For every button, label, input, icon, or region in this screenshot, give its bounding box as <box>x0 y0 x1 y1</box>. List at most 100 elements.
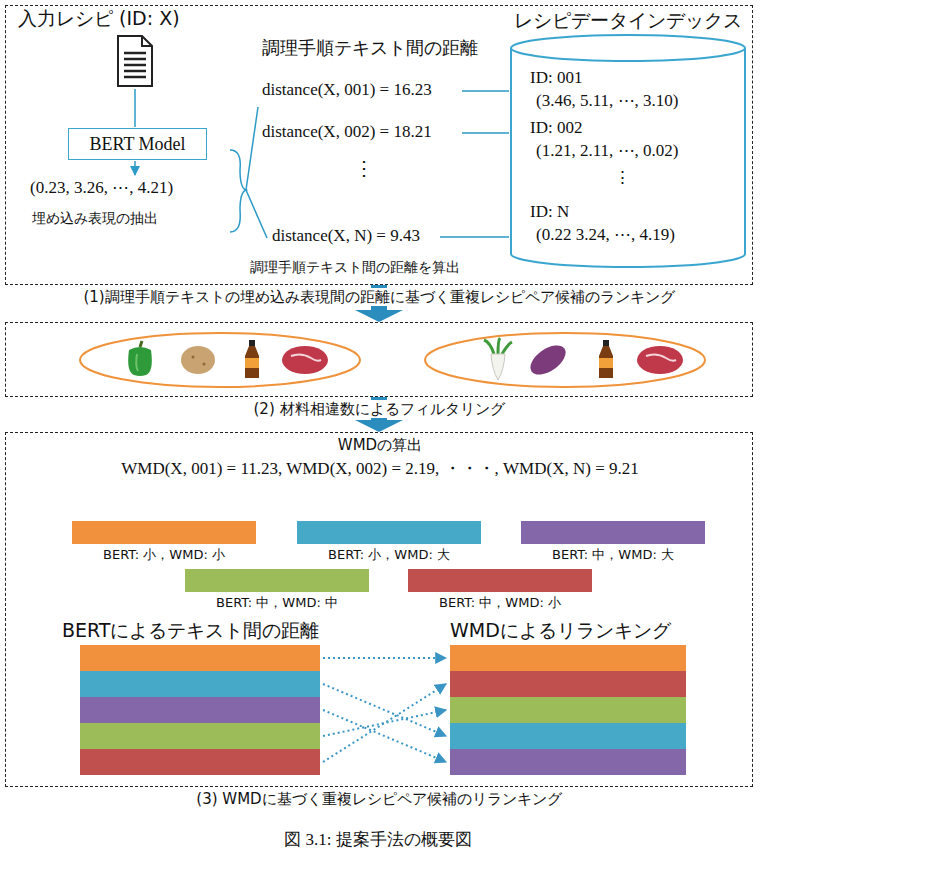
wmd-ranking-stack <box>450 749 686 775</box>
caption-row: (2) 材料相違数によるフィルタリング <box>5 399 753 419</box>
flow-line <box>135 89 509 238</box>
wmd-ranking-stack <box>450 697 686 723</box>
index-entry: ID: 001 <box>530 68 582 88</box>
green-pepper-icon <box>140 341 142 347</box>
text-label: 調理手順テキスト間の距離 <box>262 37 478 59</box>
document-icon <box>124 58 146 61</box>
bar-label: BERT: 中，WMD: 中 <box>185 595 369 611</box>
text-label: BERTによるテキスト間の距離 <box>62 619 319 642</box>
soy-sauce-icon <box>599 358 613 368</box>
text-label: distance(X, 002) = 18.21 <box>262 122 432 142</box>
ingredient-group <box>80 333 705 387</box>
flow-line <box>134 89 136 127</box>
ranking-bar: BERT: 中，WMD: 大 <box>521 521 705 567</box>
caption-row: (3) WMDに基づく重複レシピペア候補のリランキング <box>5 789 753 809</box>
index-entry: (3.46, 5.11, ⋯, 3.10) <box>536 91 678 111</box>
rerank-arrow <box>323 658 446 762</box>
flow-line <box>230 150 246 232</box>
wmd-ranking-stack <box>450 723 686 749</box>
wmd-ranking-stack <box>450 645 686 775</box>
daikon-icon <box>491 354 505 380</box>
database-heading: レシピデータインデックス <box>508 8 748 32</box>
ranking-bar: BERT: 小，WMD: 大 <box>297 521 481 567</box>
text-label: WMDによるリランキング <box>450 619 671 642</box>
caption-row: (1)調理手順テキストの埋め込み表現間の距離に基づく重複レシピペア候補のランキン… <box>5 287 753 307</box>
sweet-potato-icon <box>525 340 570 381</box>
flow-line <box>246 190 267 238</box>
color-bar <box>297 521 481 544</box>
ranking-bar: BERT: 中，WMD: 中 <box>185 569 369 615</box>
rerank-arrow <box>323 684 446 736</box>
color-bar <box>72 521 256 544</box>
green-pepper-icon <box>136 354 138 371</box>
rerank-arrow <box>323 710 446 762</box>
document-icon <box>118 36 152 86</box>
ranking-bar: BERT: 中，WMD: 小 <box>408 569 592 615</box>
potato-icon <box>181 346 215 374</box>
flow-line <box>246 107 258 190</box>
wmd-ranking-stack <box>450 645 686 671</box>
text-label: 調理手順テキスト間の距離を算出 <box>250 259 460 276</box>
index-entry: (1.21, 2.11, ⋯, 0.02) <box>536 141 678 161</box>
bert-ranking-stack <box>80 645 320 775</box>
index-entry: ⋮ <box>614 168 631 188</box>
meat-icon <box>291 354 321 360</box>
flow-line <box>440 236 509 238</box>
meat-icon <box>282 346 328 374</box>
stage-caption: (2) 材料相違数によるフィルタリング <box>247 400 510 418</box>
text-label: 入力レシピ (ID: X) <box>18 7 180 30</box>
color-bar <box>408 569 592 592</box>
text-label: WMD(X, 001) = 11.23, WMD(X, 002) = 2.19,… <box>121 459 638 479</box>
bert-ranking-stack <box>80 749 320 775</box>
green-pepper-icon <box>128 347 152 376</box>
index-entry: ID: 002 <box>530 118 582 138</box>
bar-label: BERT: 中，WMD: 大 <box>521 547 705 563</box>
bar-label: BERT: 中，WMD: 小 <box>408 595 592 611</box>
color-bar <box>185 569 369 592</box>
flow-line <box>462 90 509 92</box>
dashed-frame <box>5 432 753 787</box>
stage-section: (2) 材料相違数によるフィルタリング <box>5 322 753 423</box>
process-box: BERT Model <box>68 128 207 160</box>
figure-caption: 図 3.1: 提案手法の概要図 <box>284 830 471 850</box>
soy-sauce-icon <box>249 340 255 346</box>
stage-caption: (1)調理手順テキストの埋め込み表現間の距離に基づく重複レシピペア候補のランキン… <box>77 288 680 306</box>
color-bar <box>521 521 705 544</box>
text-label: WMDの算出 <box>338 436 422 454</box>
wmd-ranking-stack <box>450 671 686 697</box>
database-cylinder: レシピデータインデックス ID: 001 (3.46, 5.11, ⋯, 3.10)… <box>508 8 748 270</box>
meat-icon <box>637 346 683 374</box>
box-label: BERT Model <box>89 134 185 155</box>
text-label: (0.23, 3.26, ⋯, 4.21) <box>30 178 173 198</box>
meat-icon <box>637 346 683 374</box>
text-label: distance(X, 001) = 16.23 <box>262 80 432 100</box>
flow-line <box>462 132 509 134</box>
daikon-icon <box>484 338 512 354</box>
index-entry: (0.22 3.24, ⋯, 4.19) <box>536 225 675 245</box>
meat-icon <box>282 346 328 374</box>
bert-ranking-stack <box>80 697 320 723</box>
document-icon <box>118 36 152 86</box>
bar-label: BERT: 小，WMD: 小 <box>72 547 256 563</box>
cylinder-outline <box>511 35 745 61</box>
document-icon <box>124 64 146 67</box>
ingredient-group <box>80 333 360 387</box>
potato-icon <box>203 363 206 366</box>
dashed-frame <box>5 322 753 397</box>
document-icon <box>124 76 146 79</box>
document-icon <box>124 52 146 55</box>
bert-ranking-stack <box>80 723 320 749</box>
bert-ranking-stack <box>80 671 320 697</box>
soy-sauce-icon <box>599 346 613 378</box>
text-label: ⋮ <box>354 156 374 180</box>
ranking-bar: BERT: 小，WMD: 小 <box>72 521 256 567</box>
stage-caption: (3) WMDに基づく重複レシピペア候補のリランキング <box>190 790 567 808</box>
meat-icon <box>646 354 676 360</box>
text-label: distance(X, N) = 9.43 <box>272 226 420 246</box>
rerank-arrow <box>323 684 446 762</box>
soy-sauce-icon <box>245 358 259 368</box>
ingredient-group <box>425 333 705 387</box>
document-icon <box>124 70 146 73</box>
index-entry: ID: N <box>530 202 569 222</box>
